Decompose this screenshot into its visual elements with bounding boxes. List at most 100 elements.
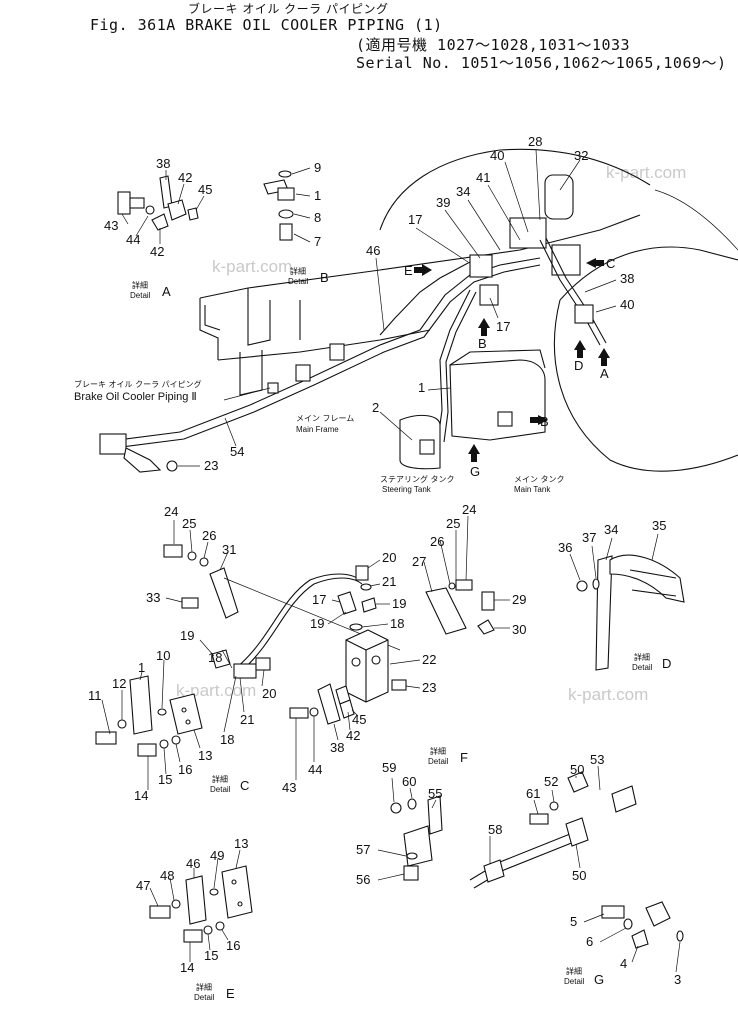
arrow-label-b: B: [478, 336, 487, 351]
detail-b-jp: 詳細: [290, 266, 306, 276]
callout-13: 13: [198, 748, 212, 763]
figure-title-japanese: ブレーキ オイル クーラ パイピング: [188, 2, 389, 16]
callout-34: 34: [456, 184, 470, 199]
valve-block: [509, 217, 547, 249]
leader: [389, 659, 421, 665]
hose-end: [233, 663, 257, 679]
callout-28: 28: [528, 134, 542, 149]
bracket: [123, 447, 162, 473]
block-13: [169, 693, 203, 735]
leader: [405, 685, 421, 689]
pipe-1: [443, 291, 477, 443]
callout-27: 27: [412, 554, 426, 569]
callout-23: 23: [422, 680, 436, 695]
callout-40: 40: [620, 297, 634, 312]
callout-24: 24: [462, 502, 476, 517]
leader: [439, 539, 451, 585]
leader: [223, 675, 237, 733]
leader: [391, 777, 395, 803]
valve-block-22: [345, 629, 389, 703]
clamp: [483, 859, 505, 883]
leader: [569, 553, 581, 581]
leader: [221, 649, 233, 669]
bolt-14: [183, 929, 203, 943]
leader-54: [224, 417, 237, 447]
callout-2: 2: [372, 400, 379, 415]
callout-33: 33: [146, 590, 160, 605]
leader-piping2: [223, 387, 271, 401]
main-frame-label: Main Frame: [296, 425, 339, 434]
view-arrow-b: [478, 318, 490, 336]
arrow-label-d: D: [574, 358, 583, 373]
callout-6: 6: [586, 934, 593, 949]
leader: [367, 559, 381, 569]
leader: [161, 659, 165, 709]
detail-b: 9 1 8 7 詳細 Detail B: [263, 160, 329, 286]
clamp-50: [565, 817, 589, 847]
callout-56: 56: [356, 872, 370, 887]
bolt-11: [95, 731, 117, 745]
view-arrow-g: [468, 444, 480, 462]
pipe-46: [379, 261, 471, 336]
callout-10: 10: [156, 648, 170, 663]
watermark: k-part.com: [568, 685, 648, 704]
leader: [165, 597, 183, 603]
detail-c-jp: 詳細: [212, 774, 228, 784]
bolt-20: [355, 565, 369, 581]
leader: [583, 913, 605, 923]
main-tank: [449, 349, 546, 369]
applicable-serial-japanese: (適用号機 1027～1028,1031～1033: [356, 36, 631, 54]
main-tank: [449, 359, 546, 441]
callout-8: 8: [314, 210, 321, 225]
detail-d-jp: 詳細: [634, 652, 650, 662]
callout-17: 17: [496, 319, 510, 334]
callout-22: 22: [422, 652, 436, 667]
callout-31: 31: [222, 542, 236, 557]
callout-53: 53: [590, 752, 604, 767]
callout-4: 4: [620, 956, 627, 971]
o-ring-18: [349, 623, 363, 631]
main-tank-label-jp: メイン タンク: [514, 475, 565, 484]
leader-2: [379, 411, 413, 441]
leader: [139, 671, 143, 681]
block-13: [221, 865, 253, 919]
detail-f-letter: F: [460, 750, 468, 765]
bolt-43: [117, 191, 131, 215]
piping2-label-jp: ブレーキ オイル クーラ パイピング: [74, 379, 202, 389]
piping2-label: Brake Oil Cooler Piping Ⅱ: [74, 391, 197, 403]
leader: [189, 529, 193, 553]
washer-37: [592, 578, 600, 590]
leader: [331, 599, 341, 603]
hole: [237, 901, 243, 907]
hole: [181, 707, 187, 713]
nut-9: [278, 170, 292, 178]
washer-60: [407, 798, 417, 810]
leader: [605, 537, 613, 561]
callout-18: 18: [220, 732, 234, 747]
washer-26: [448, 582, 456, 590]
washer-12: [117, 719, 127, 729]
hose-18: [235, 573, 361, 669]
detail-b-word: Detail: [288, 277, 309, 286]
leader-32: [559, 159, 581, 191]
callout-49: 49: [210, 848, 224, 863]
callout-38: 38: [330, 740, 344, 755]
figure-title: Fig. 361A BRAKE OIL COOLER PIPING (1): [90, 16, 443, 34]
frame-leg: [239, 350, 263, 396]
washer-16: [215, 921, 225, 931]
callout-15: 15: [204, 948, 218, 963]
bolt-14: [137, 743, 157, 757]
callout-17: 17: [312, 592, 326, 607]
clamp-4: [631, 929, 649, 949]
washer-15: [159, 739, 169, 749]
leader-1: [427, 387, 451, 391]
callout-52: 52: [544, 774, 558, 789]
detail-g-letter: G: [594, 972, 604, 987]
leader: [333, 723, 339, 741]
callout-45: 45: [352, 712, 366, 727]
main-tank-label: Main Tank: [514, 485, 551, 494]
steering-tank-label-jp: ステアリング タンク: [380, 474, 455, 484]
detail-c-word: Detail: [210, 785, 231, 794]
callout-23: 23: [204, 458, 218, 473]
hole: [185, 719, 191, 725]
